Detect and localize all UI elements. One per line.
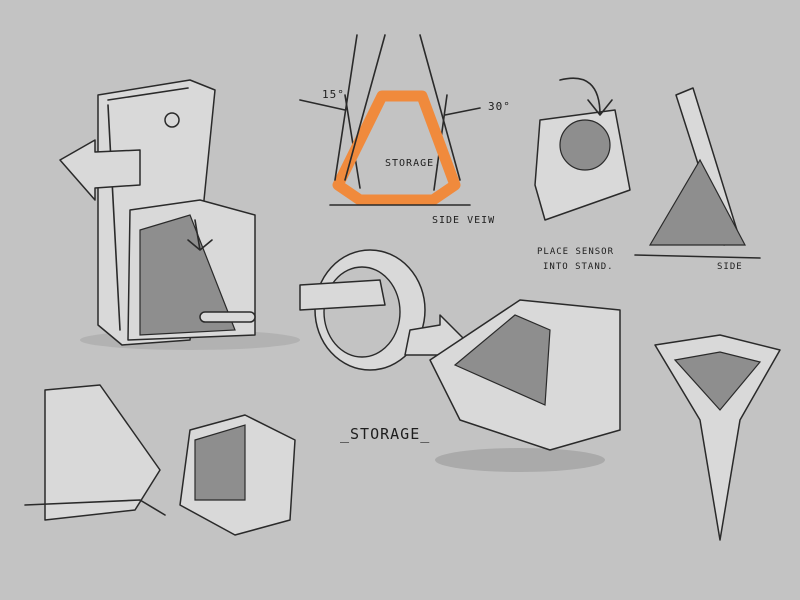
side-view-label: SIDE VEIW	[432, 215, 496, 226]
small-stand-left	[24, 384, 166, 521]
angle-left-label: 15°	[322, 88, 345, 101]
place-sensor-label: PLACE SENSOR	[537, 247, 615, 257]
small-stand-middle	[179, 414, 296, 536]
watch-in-holder	[534, 77, 631, 221]
into-stand-label: INTO STAND.	[543, 262, 614, 272]
phone-on-stand	[59, 79, 300, 350]
side-label: SIDE	[717, 262, 743, 272]
phone-side-profile	[634, 87, 761, 259]
stand-with-storage	[429, 299, 621, 472]
side-view-cross-section	[299, 34, 481, 206]
storage-inner-label: STORAGE.	[385, 158, 442, 169]
storage-caption: _STORAGE_	[340, 425, 431, 443]
angle-right-label: 30°	[488, 100, 511, 113]
pentagon-stand	[654, 334, 781, 541]
